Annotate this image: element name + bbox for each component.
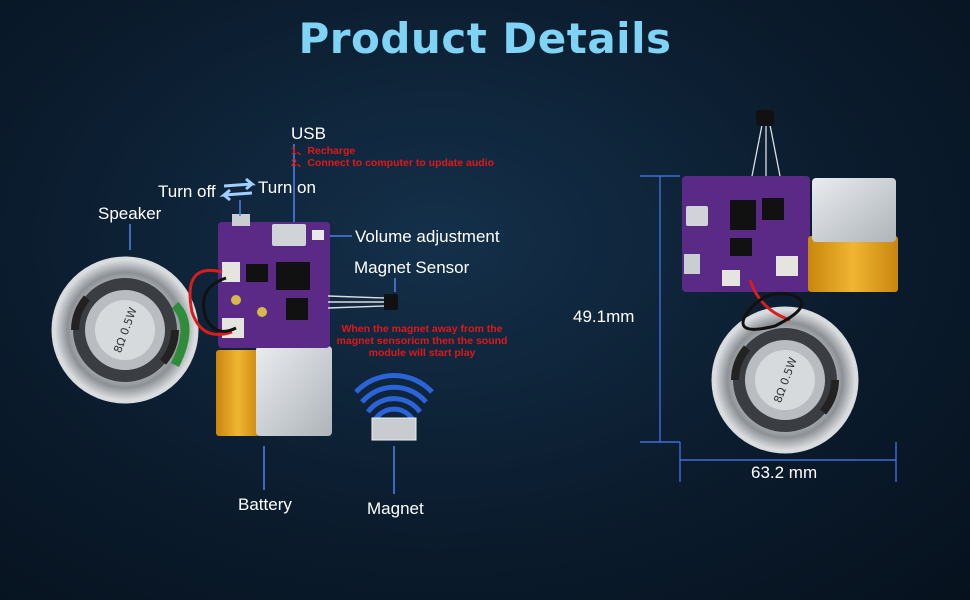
volume-adjustment-label: Volume adjustment: [355, 227, 500, 246]
magnet-left: [354, 373, 434, 441]
usb-note-update-audio: 2、Connect to computer to update audio: [291, 157, 495, 169]
battery-label: Battery: [238, 495, 292, 514]
battery-left: [216, 346, 332, 436]
magnet-note-line-2: magnet sensoricm then the sound: [336, 335, 508, 347]
width-dimension: 63.2 mm: [751, 463, 818, 482]
speaker-left: 8Ω 0.5W: [51, 256, 199, 404]
magnet-note-line-3: module will start play: [368, 347, 476, 359]
turn-on-label: Turn on: [258, 178, 316, 197]
magnet-sensor-left: [327, 294, 398, 310]
dimension-lines: [640, 175, 897, 482]
switch-arrows-icon: [219, 177, 256, 202]
pcb-left: [218, 214, 330, 348]
product-right: 8Ω 0.5W: [682, 110, 898, 454]
height-dimension: 49.1mm: [573, 307, 635, 326]
leader-lines: [129, 144, 396, 494]
page-title: Product Details: [298, 14, 672, 63]
magnet-sensor-label: Magnet Sensor: [354, 258, 470, 277]
usb-label: USB: [291, 124, 326, 143]
turn-off-label: Turn off: [158, 182, 216, 201]
speaker-label: Speaker: [98, 204, 162, 223]
magnet-label: Magnet: [367, 499, 424, 518]
usb-note-recharge: 1、Recharge: [291, 145, 356, 157]
magnet-note-line-1: When the magnet away from the: [341, 323, 503, 335]
magnet-note: When the magnet away from the magnet sen…: [334, 323, 510, 359]
